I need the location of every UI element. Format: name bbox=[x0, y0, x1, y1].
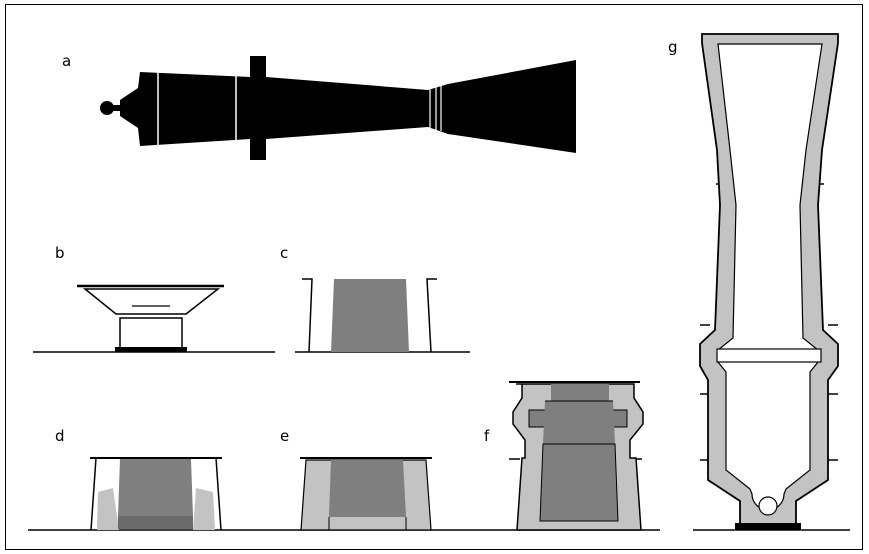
core-block bbox=[118, 459, 193, 516]
pattern-bowl bbox=[82, 288, 221, 315]
mould-base-plate bbox=[735, 523, 801, 530]
core-lower bbox=[539, 443, 619, 522]
core-base bbox=[118, 516, 193, 529]
trunnion-slot bbox=[716, 348, 822, 363]
frame-wall-right bbox=[426, 278, 437, 353]
panel-a-cannon bbox=[100, 56, 576, 160]
cascabel-recess bbox=[758, 496, 778, 516]
panel-f-stacked-mould bbox=[490, 381, 660, 531]
core-block bbox=[329, 460, 406, 517]
frame-wall-left bbox=[302, 278, 313, 353]
panel-b-pattern-on-base bbox=[33, 284, 275, 353]
panel-label-b: b bbox=[55, 244, 65, 262]
panel-label-d: d bbox=[55, 427, 65, 445]
panel-label-g: g bbox=[668, 38, 678, 56]
cannon-cascabel-knob bbox=[100, 101, 114, 115]
panel-label-a: a bbox=[62, 52, 71, 70]
mould-fill-right bbox=[193, 488, 215, 530]
core-block bbox=[331, 279, 409, 352]
cannon-breech-section bbox=[120, 56, 428, 160]
panel-e-mould-complete bbox=[282, 457, 490, 531]
mould-fill-left bbox=[97, 488, 119, 530]
panel-c-core-in-frame bbox=[295, 278, 470, 353]
panel-label-f: f bbox=[484, 427, 490, 445]
pattern-pedestal bbox=[119, 317, 183, 349]
panel-g-full-gun-mould bbox=[693, 33, 850, 531]
frame-wall-left bbox=[90, 457, 97, 531]
core-middle bbox=[543, 401, 615, 444]
panel-label-c: c bbox=[280, 244, 288, 262]
cannon-chase-section bbox=[428, 60, 576, 153]
frame-wall-right bbox=[215, 457, 222, 531]
panel-d-mould-filling bbox=[28, 457, 282, 531]
panel-label-e: e bbox=[280, 427, 289, 445]
cannon-cascabel-neck bbox=[112, 105, 122, 111]
core-upper bbox=[551, 384, 609, 401]
pattern-base-plate bbox=[115, 347, 187, 352]
figure-border bbox=[5, 4, 863, 550]
